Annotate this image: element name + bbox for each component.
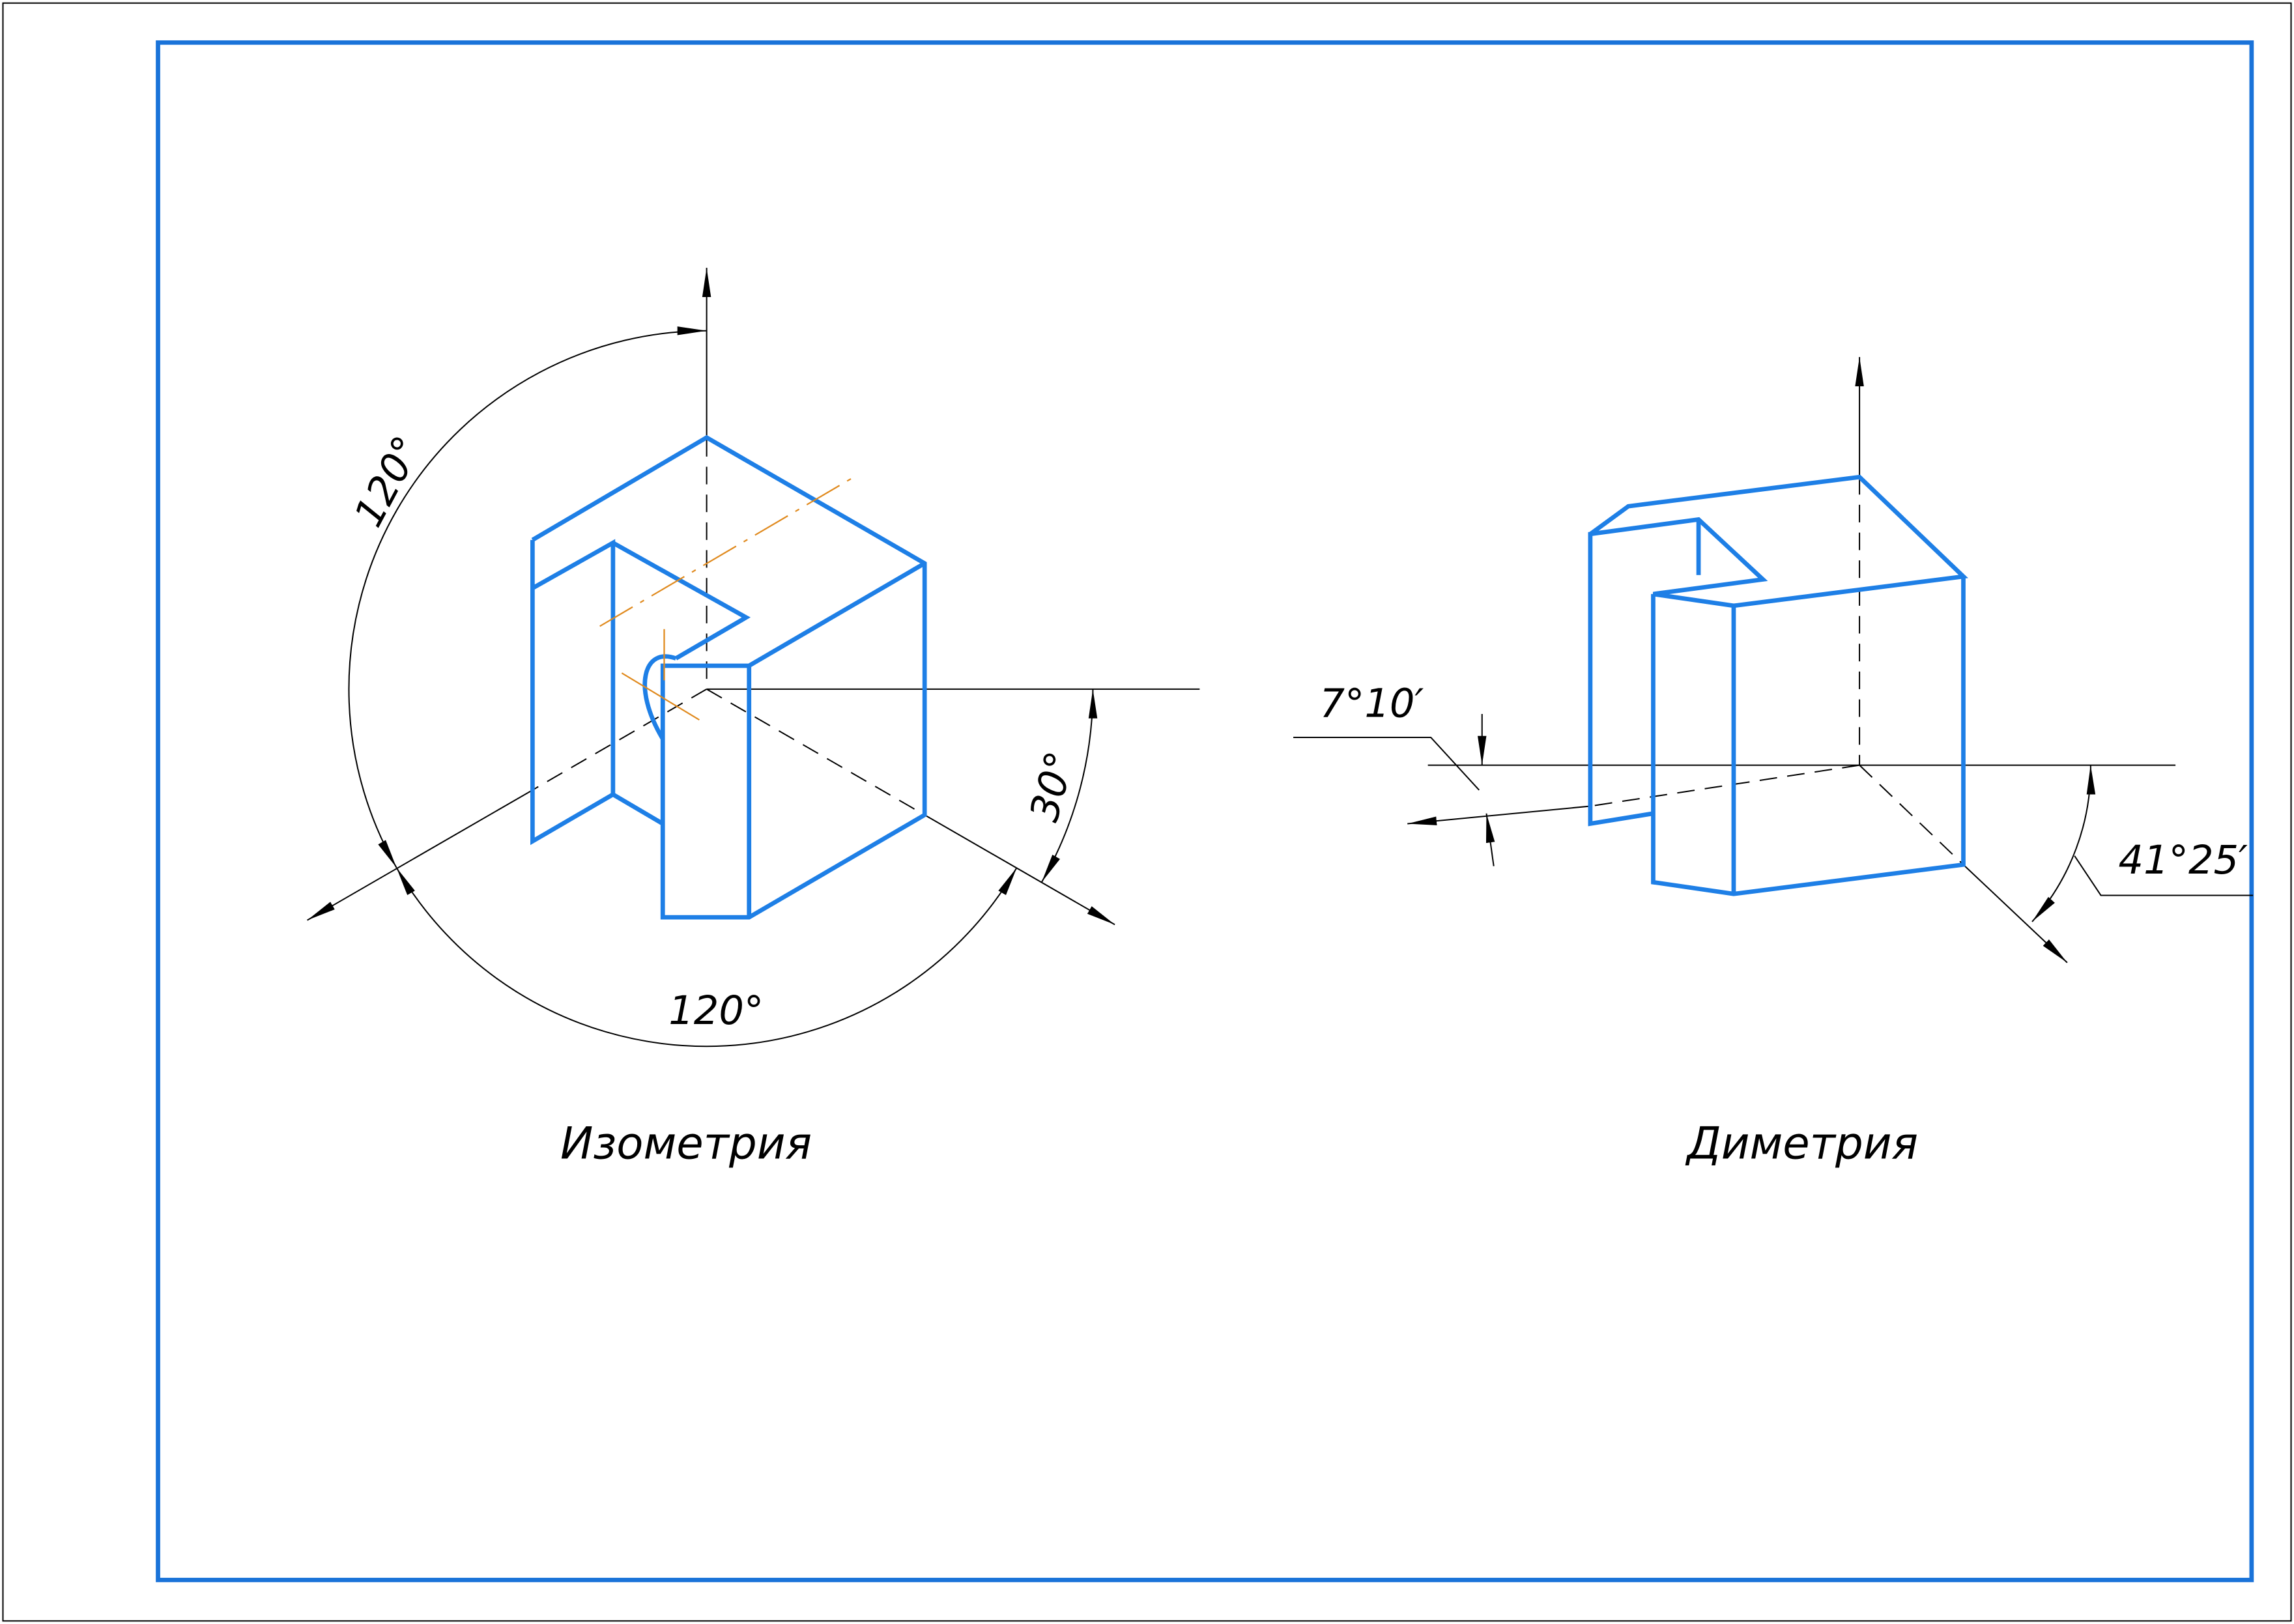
iso-arc-120-left — [348, 326, 707, 868]
dim-axis-y-hidden — [1859, 764, 1964, 866]
dim-axis-y — [1962, 864, 2068, 963]
dim-title: Диметрия — [1685, 1118, 1918, 1169]
iso-axis-x-hidden — [532, 689, 708, 791]
iso-axis-y-hidden — [706, 688, 925, 816]
iso-centerline — [599, 477, 852, 627]
drawing-frame — [156, 40, 2254, 1582]
iso-centerline-short — [621, 672, 700, 720]
isometry-view: 120° 120° 30° Изометрия — [307, 268, 1200, 1169]
iso-angle-bottom-label: 120° — [668, 988, 764, 1034]
dim-object-outline — [1588, 474, 1968, 896]
iso-angle-top-label: 120° — [346, 429, 431, 534]
dim-arc-41 — [2031, 765, 2096, 922]
iso-arc-120-bottom — [395, 867, 1018, 1047]
dim-7-arrow-bottom — [1485, 813, 1495, 866]
dim-7-leader — [1293, 736, 1480, 791]
dim-axis-x — [1407, 805, 1590, 825]
iso-axis-x — [307, 789, 533, 921]
dim-angle-left-label: 7°10′ — [1319, 681, 1424, 727]
iso-angle-side-label: 30° — [1022, 747, 1083, 826]
iso-axis-y — [924, 814, 1115, 926]
iso-arc-30 — [1040, 689, 1098, 883]
dim-41-leader — [2074, 855, 2254, 896]
iso-title: Изометрия — [560, 1118, 812, 1169]
dimetry-view: 7°10′ 41°25′ Диметрия — [1293, 357, 2254, 1169]
dim-axis-x-hidden — [1590, 764, 1860, 807]
iso-object-outline — [530, 434, 927, 920]
dim-angle-right-label: 41°25′ — [2119, 838, 2248, 883]
